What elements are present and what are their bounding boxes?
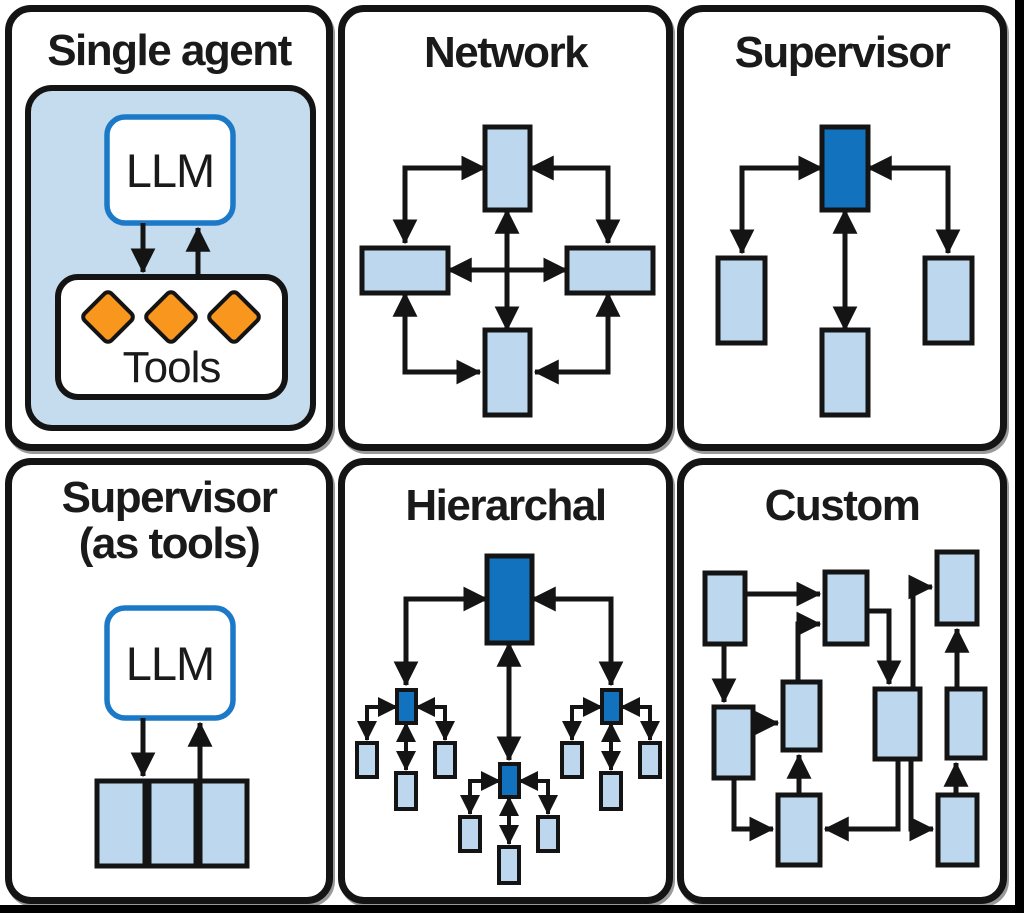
sub-supervisor-node bbox=[498, 762, 521, 799]
supervisor-diagram bbox=[715, 124, 975, 418]
agent-node bbox=[775, 792, 823, 868]
agent-node bbox=[355, 741, 379, 779]
panel-title: Hierarchal bbox=[405, 481, 607, 530]
agent-node bbox=[482, 327, 533, 418]
page-edge-bar-bottom bbox=[0, 905, 1024, 913]
arrow bbox=[392, 155, 487, 245]
panel-title: Supervisor bbox=[734, 28, 951, 77]
custom-diagram bbox=[702, 549, 988, 868]
arrow bbox=[528, 155, 621, 245]
arrow bbox=[908, 574, 934, 689]
arrow bbox=[518, 771, 558, 815]
arrow bbox=[867, 608, 902, 686]
sub-supervisor-cluster bbox=[458, 762, 560, 885]
agent-node bbox=[359, 245, 451, 296]
agent-node bbox=[822, 569, 870, 647]
arrow bbox=[533, 291, 621, 385]
top-supervisor-node bbox=[484, 553, 535, 646]
agent-node bbox=[702, 570, 748, 647]
agent-node bbox=[197, 778, 250, 869]
agent-node bbox=[872, 686, 923, 762]
single-agent-diagram bbox=[25, 85, 316, 431]
agent-node bbox=[394, 771, 418, 811]
panel-title: Network bbox=[423, 28, 589, 77]
arrow bbox=[460, 771, 501, 815]
panel-title-line2: (as tools) bbox=[78, 518, 261, 568]
agent-node bbox=[819, 327, 871, 418]
agent-node bbox=[934, 549, 980, 627]
agent-node bbox=[780, 679, 823, 753]
arrow bbox=[530, 586, 624, 687]
agent-node bbox=[599, 771, 623, 811]
arrow bbox=[357, 697, 398, 741]
tool-diamond-icon bbox=[81, 290, 135, 344]
arrow bbox=[908, 759, 935, 842]
network-diagram bbox=[359, 124, 656, 418]
arrow bbox=[823, 759, 901, 842]
arrow bbox=[729, 155, 824, 255]
panel-title: Custom bbox=[764, 481, 921, 530]
tools-label: Tools bbox=[122, 343, 222, 392]
agent-node bbox=[458, 815, 482, 853]
agent-node bbox=[638, 741, 662, 779]
llm-label: LLM bbox=[125, 143, 215, 197]
arrow bbox=[392, 291, 482, 385]
llm-label: LLM bbox=[125, 636, 215, 690]
sub-supervisor-cluster bbox=[355, 688, 457, 811]
panel-title-line1: Supervisor bbox=[61, 473, 278, 522]
hierarchal-diagram bbox=[355, 553, 662, 885]
arrow bbox=[562, 697, 603, 741]
panel-title: Single agent bbox=[47, 26, 292, 75]
arrow bbox=[866, 155, 961, 255]
agent-node bbox=[94, 778, 148, 869]
agent-node bbox=[560, 741, 584, 779]
agent-node bbox=[482, 124, 533, 213]
agent-node bbox=[497, 845, 521, 885]
arrow bbox=[620, 697, 660, 741]
agent-node bbox=[715, 255, 768, 346]
agent-node bbox=[922, 255, 975, 346]
llm-box bbox=[104, 605, 236, 721]
sub-supervisor-node bbox=[600, 688, 623, 725]
tool-diamond-icon bbox=[207, 290, 261, 344]
agent-node bbox=[146, 778, 199, 869]
arrow bbox=[731, 778, 775, 842]
agent-node bbox=[711, 704, 756, 781]
sub-supervisor-cluster bbox=[560, 688, 662, 811]
llm-box bbox=[104, 114, 236, 226]
supervisor-as-tools-diagram bbox=[94, 605, 250, 869]
panel-title: Supervisor (as tools) bbox=[12, 475, 326, 567]
tool-diamond-icon bbox=[144, 290, 198, 344]
arrow bbox=[393, 586, 489, 687]
arrow bbox=[415, 697, 455, 741]
page-edge-bar-right bbox=[1015, 0, 1024, 913]
agent-node bbox=[935, 792, 980, 868]
supervisor-node bbox=[819, 124, 871, 213]
sub-supervisor-node bbox=[395, 688, 418, 725]
agent-node bbox=[433, 741, 457, 779]
agent-node bbox=[536, 815, 560, 853]
agent-node bbox=[564, 245, 656, 296]
arrow bbox=[795, 611, 822, 682]
agent-node bbox=[944, 686, 988, 761]
